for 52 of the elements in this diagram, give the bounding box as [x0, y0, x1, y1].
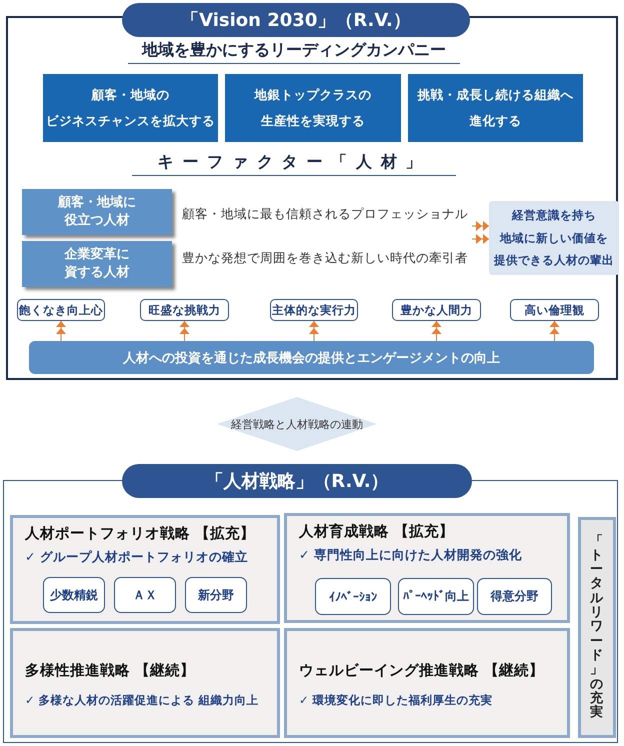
trait-box: 豊かな人間力 — [392, 299, 481, 321]
vertical-label: 「トータルリワード」の充実 — [590, 534, 604, 720]
strategy-panel — [10, 628, 280, 738]
check-item: ✓ 専門性向上に向けた人材開発の強化 — [299, 547, 522, 564]
talent-box — [22, 189, 172, 235]
outcome-box — [489, 201, 619, 275]
tag-box: ｲﾉﾍﾞｰｼｮﾝ — [315, 578, 391, 615]
banner-title: 「人材戦略」（R.V.） — [122, 464, 472, 498]
box-text: ビジネスチャンスを拡大する — [46, 112, 215, 130]
check-item: ✓ 多様な人材の活躍促進による 組織力向上 — [25, 693, 259, 708]
box-text: 提供できる人材の輩出 — [494, 252, 614, 270]
section-heading: キーファクター「人材」 — [132, 152, 456, 176]
panel-title: 多様性推進戦略 【継続】 — [25, 662, 196, 680]
box-text: 生産性を実現する — [260, 112, 366, 130]
tag-box: 得意分野 — [477, 578, 552, 615]
tag-box: ﾊﾟｰﾍｯﾄﾞ向上 — [398, 578, 474, 615]
box-text: 経営意識を持ち — [510, 207, 597, 224]
box-text: 地銀トップクラスの — [254, 86, 372, 104]
goal-box — [408, 74, 583, 142]
banner-title: 「Vision 2030」（R.V.） — [122, 3, 470, 37]
tag-box: 新分野 — [185, 577, 247, 613]
box-text: 顧客・地域に — [58, 194, 136, 212]
strategy-panel — [10, 515, 280, 624]
statement-text: 豊かな発想で周囲を巻き込む新しい時代の牽引者 — [182, 238, 472, 278]
trait-box: 高い倫理観 — [510, 299, 599, 321]
panel-title: ウェルビーイング推進戦略 【継続】 — [299, 662, 544, 680]
strategy-panel — [284, 628, 570, 738]
box-text: 役立つ人材 — [63, 212, 130, 230]
goal-box — [43, 74, 218, 142]
trait-box: 主体的な実行力 — [270, 299, 358, 321]
check-item: ✓ グループ人材ポートフォリオの確立 — [25, 549, 248, 566]
strategy-panel — [284, 513, 570, 623]
tag-box: ＡＸ — [114, 577, 176, 613]
check-item: ✓ 環境変化に即した福利厚生の充実 — [299, 693, 493, 708]
total-reward-box — [578, 517, 616, 738]
trait-box: 旺盛な挑戦力 — [140, 299, 229, 321]
box-text: 地域に新しい価値を — [498, 230, 609, 247]
subtitle: 地域を豊かにするリーディングカンパニー — [128, 40, 460, 64]
tag-box: 少数精鋭 — [43, 577, 105, 613]
goal-box — [225, 74, 401, 142]
box-text: 挑戦・成長し続ける組織へ — [418, 86, 574, 104]
trait-box: 飽くなき向上心 — [17, 299, 105, 321]
linkage-text: 経営戦略と人材戦略の連動 — [231, 416, 363, 432]
panel-title: 人材育成戦略 【拡充】 — [299, 522, 454, 541]
box-text: 顧客・地域の — [90, 86, 170, 104]
box-text: 進化する — [468, 112, 522, 130]
box-text: 資する人材 — [64, 264, 130, 282]
foundation-bar: 人材への投資を通じた成長機会の提供とエンゲージメントの向上 — [29, 341, 594, 374]
talent-box — [22, 241, 172, 287]
box-text: 企業変革に — [64, 246, 130, 264]
panel-title: 人材ポートフォリオ戦略 【拡充】 — [25, 524, 256, 543]
statement-text: 顧客・地域に最も信頼されるプロフェッショナル — [182, 194, 472, 234]
